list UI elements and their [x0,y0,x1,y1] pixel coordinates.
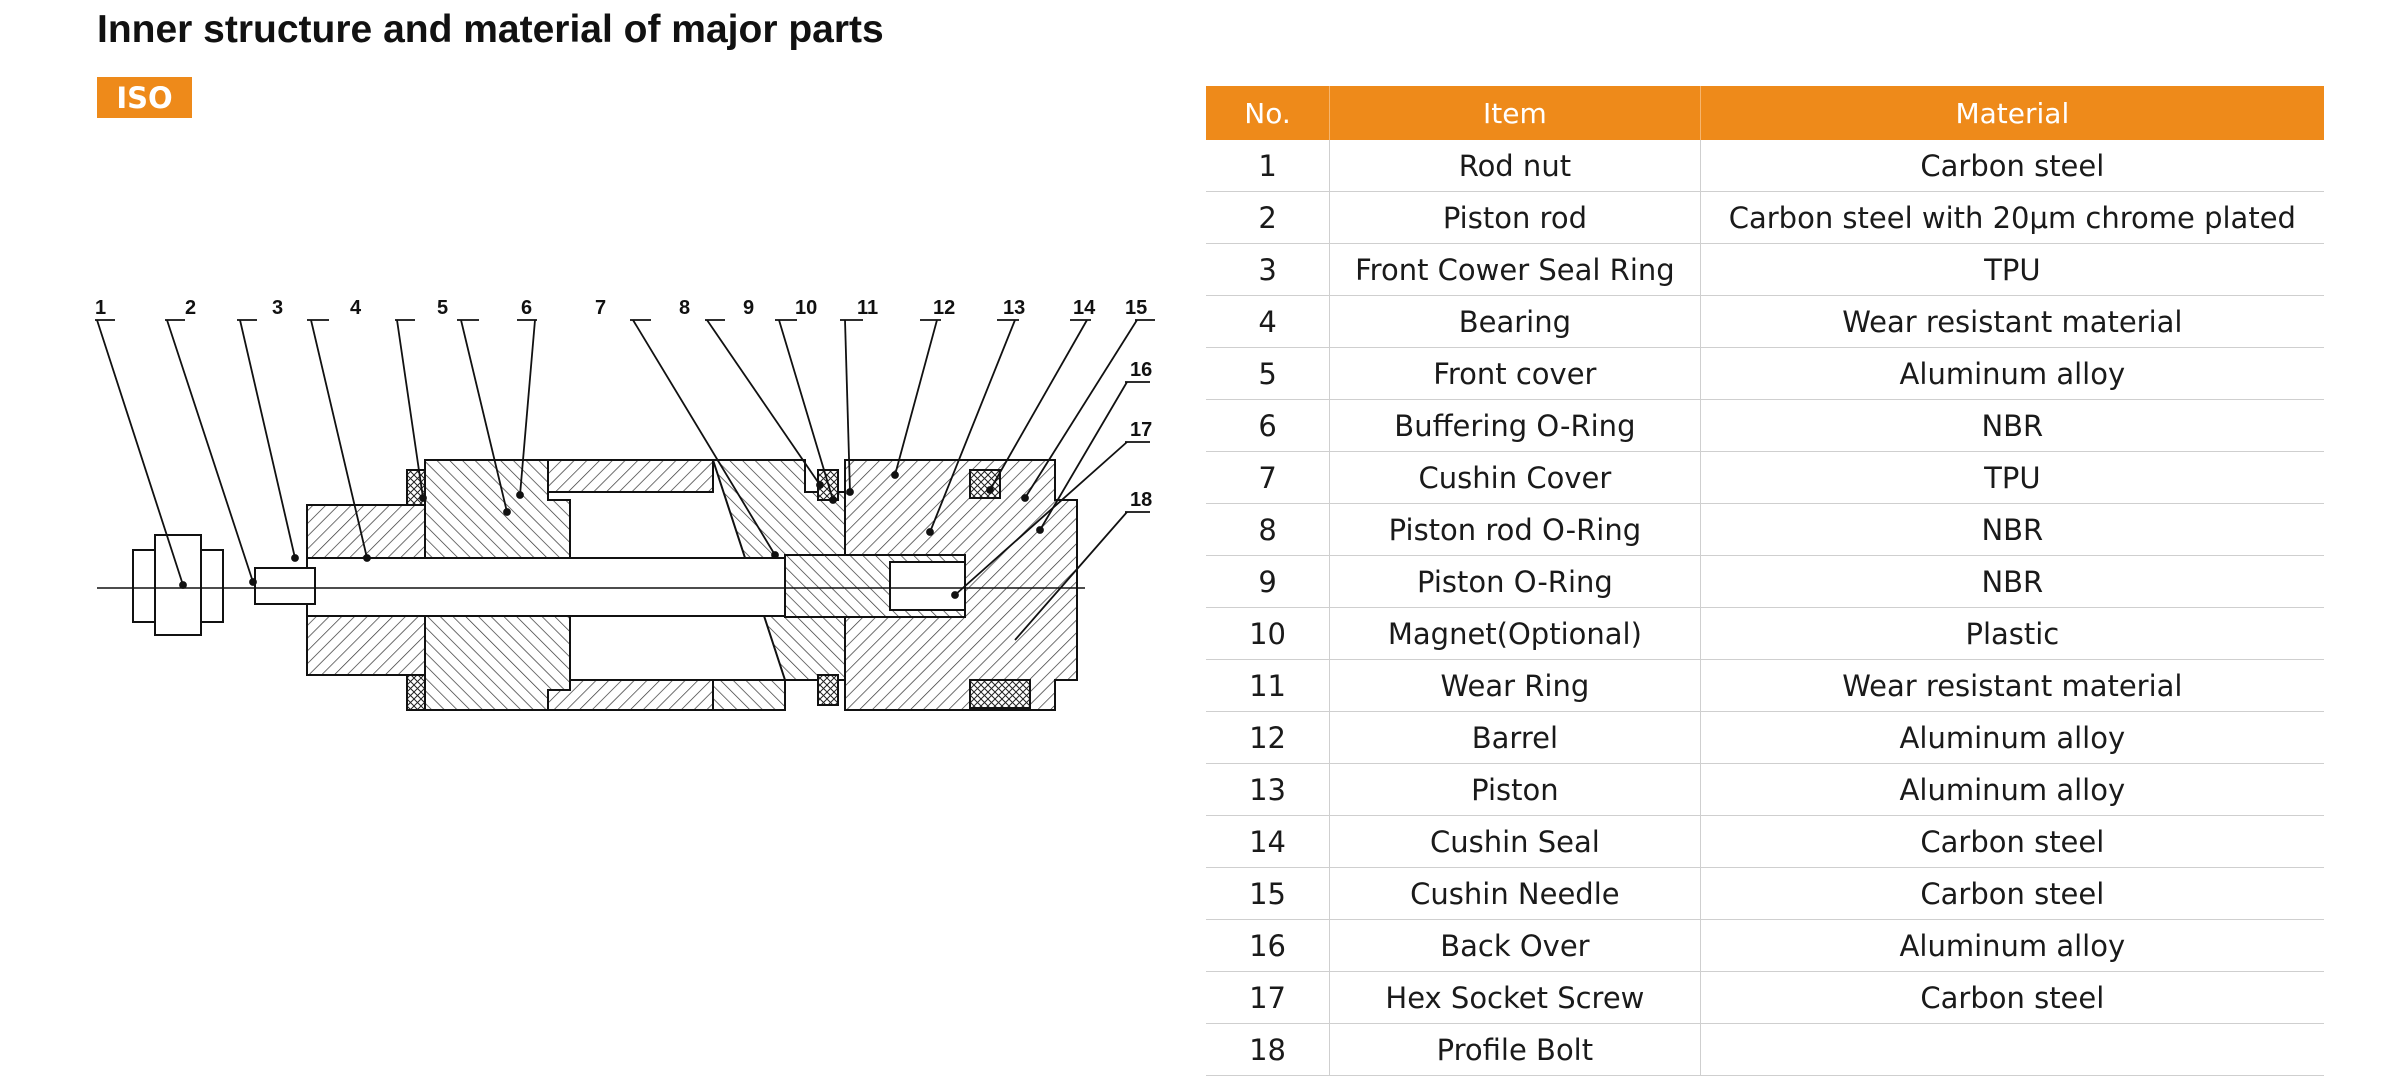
callout-11: 11 [857,300,878,319]
cell-item: Magnet(Optional) [1329,607,1701,660]
cell-item: Piston [1329,763,1701,816]
callout-5: 5 [437,300,448,319]
cell-material: Carbon steel [1699,140,2324,192]
cell-material: Carbon steel [1699,867,2324,920]
callout-8: 8 [679,300,690,319]
callout-15: 15 [1125,300,1147,319]
cell-no: 11 [1206,659,1330,712]
callout-3: 3 [272,300,283,319]
cell-no: 14 [1206,815,1330,868]
cell-no: 6 [1206,399,1330,452]
callout-16: 16 [1130,359,1152,381]
callout-1: 1 [95,300,106,319]
cell-no: 8 [1206,503,1330,556]
table-header-row: No. Item Material [1206,86,2324,140]
cell-material: Carbon steel [1699,815,2324,868]
callout-4: 4 [350,300,362,319]
cell-material: Aluminum alloy [1699,347,2324,400]
cell-no: 17 [1206,971,1330,1024]
cell-item: Back Over [1329,919,1701,972]
cell-no: 10 [1206,607,1330,660]
header-item: Item [1329,86,1701,140]
callout-14: 14 [1073,300,1096,319]
callout-2: 2 [185,300,196,319]
cell-item: Cushin Cover [1329,451,1701,504]
header-no: No. [1206,86,1330,140]
cylinder-cross-section-diagram: 1 2 3 4 5 6 7 8 9 10 11 12 13 14 15 16 1… [95,300,1155,711]
cell-material: Aluminum alloy [1699,763,2324,816]
callout-13: 13 [1003,300,1025,319]
cell-item: Buffering O-Ring [1329,399,1701,452]
cell-material: Carbon steel with 20μm chrome plated [1699,191,2324,244]
cell-no: 4 [1206,295,1330,348]
callout-7: 7 [595,300,606,319]
callout-6: 6 [521,300,532,319]
callout-18: 18 [1130,489,1152,511]
cell-no: 15 [1206,867,1330,920]
cell-material: Carbon steel [1699,971,2324,1024]
cell-no: 18 [1206,1023,1330,1076]
callout-12: 12 [933,300,955,319]
cell-item: Cushin Seal [1329,815,1701,868]
cell-item: Front cover [1329,347,1701,400]
cell-item: Wear Ring [1329,659,1701,712]
cell-no: 7 [1206,451,1330,504]
cell-material: Aluminum alloy [1699,711,2324,764]
cell-material: Plastic [1699,607,2324,660]
cell-no: 3 [1206,243,1330,296]
cell-item: Rod nut [1329,140,1701,192]
cell-no: 1 [1206,140,1330,192]
cell-item: Front Cower Seal Ring [1329,243,1701,296]
callout-17: 17 [1130,419,1152,441]
cell-no: 13 [1206,763,1330,816]
cell-material: TPU [1699,451,2324,504]
cell-item: Cushin Needle [1329,867,1701,920]
cell-item: Piston rod O-Ring [1329,503,1701,556]
cell-material [1699,1023,2324,1076]
cell-no: 9 [1206,555,1330,608]
cell-material: Wear resistant material [1699,295,2324,348]
iso-badge: ISO [97,77,192,118]
cell-item: Barrel [1329,711,1701,764]
cell-material: Aluminum alloy [1699,919,2324,972]
cell-no: 5 [1206,347,1330,400]
header-material: Material [1699,86,2324,140]
cell-no: 2 [1206,191,1330,244]
page-title: Inner structure and material of major pa… [97,8,884,51]
cell-material: NBR [1699,555,2324,608]
cell-item: Piston O-Ring [1329,555,1701,608]
cell-item: Bearing [1329,295,1701,348]
cell-material: NBR [1699,503,2324,556]
callout-9: 9 [743,300,754,319]
cell-material: Wear resistant material [1699,659,2324,712]
cell-no: 16 [1206,919,1330,972]
callout-10: 10 [795,300,817,319]
cell-item: Profile Bolt [1329,1023,1701,1076]
cell-item: Hex Socket Screw [1329,971,1701,1024]
cell-material: TPU [1699,243,2324,296]
cell-material: NBR [1699,399,2324,452]
cell-item: Piston rod [1329,191,1701,244]
cell-no: 12 [1206,711,1330,764]
